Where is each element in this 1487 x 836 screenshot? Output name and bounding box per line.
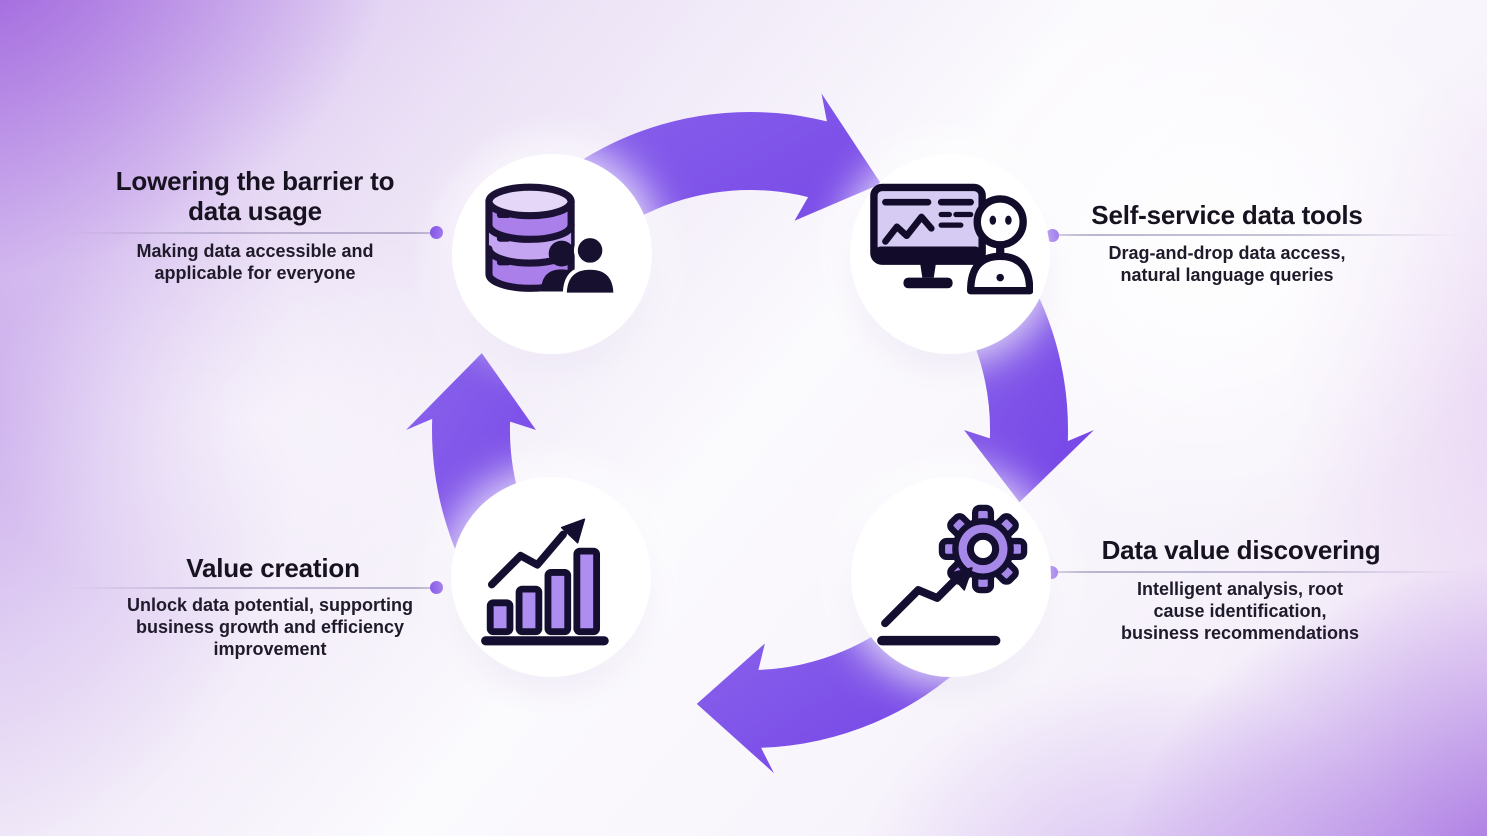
node-data-value-discovering xyxy=(851,477,1051,677)
node-lowering-barrier xyxy=(452,154,652,354)
label-desc-self-service-tools: Drag-and-drop data access, natural langu… xyxy=(1108,243,1346,285)
connector-line-bottom-left xyxy=(64,587,432,589)
connector-dot-top-right xyxy=(1046,229,1059,242)
label-desc-value-creation: Unlock data potential, supporting busine… xyxy=(126,595,413,659)
connector-dot-top-left xyxy=(430,226,443,239)
label-desc-lowering-barrier: Making data accessible and applicable fo… xyxy=(136,241,374,283)
label-title-data-value-discovering: Data value discovering xyxy=(1101,535,1381,565)
label-desc-data-value-discovering: Intelligent analysis, root cause identif… xyxy=(1120,579,1360,643)
connector-dot-bottom-left xyxy=(430,581,443,594)
label-title-lowering-barrier: Lowering the barrier to data usage xyxy=(115,166,395,227)
label-title-value-creation: Value creation xyxy=(186,553,360,583)
bar-chart-growth-icon xyxy=(481,518,609,646)
gear-growth-icon xyxy=(877,504,1028,646)
node-self-service-tools xyxy=(850,154,1050,354)
label-title-self-service-tools: Self-service data tools xyxy=(1091,200,1363,230)
database-users-icon xyxy=(485,183,618,297)
node-value-creation xyxy=(451,477,651,677)
connector-line-top-left xyxy=(62,232,432,234)
connector-line-top-right xyxy=(1055,234,1460,236)
monitor-robot-icon xyxy=(870,183,1033,295)
connector-line-bottom-right xyxy=(1054,571,1462,573)
